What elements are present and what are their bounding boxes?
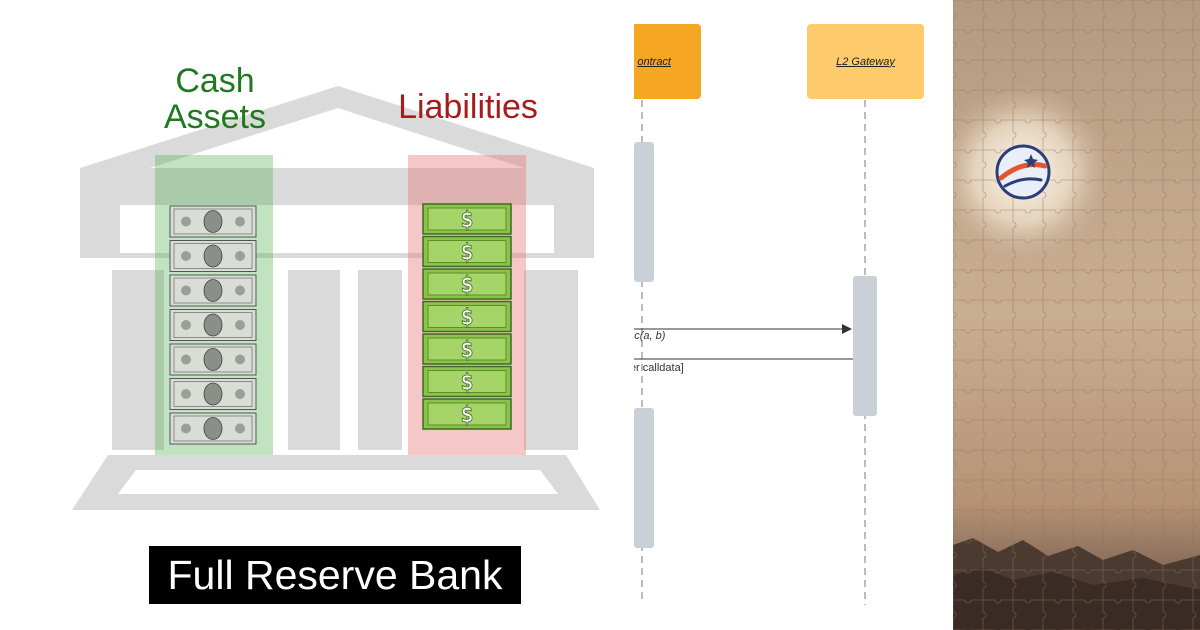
- dollar-bill-icon: [169, 343, 257, 376]
- liability-bill-icon: $: [422, 203, 512, 235]
- contract-activation-bar: [634, 142, 654, 282]
- gateway-activation-bar: [853, 276, 877, 416]
- liability-bill-icon: $: [422, 300, 512, 333]
- svg-text:$: $: [460, 241, 473, 266]
- full-reserve-bank-panel: $ $ $ $ $ $ $ Cash Assets Liabilities Full Res…: [72, 62, 600, 604]
- liabilities-label: Liabilities: [398, 88, 538, 126]
- svg-text:$: $: [460, 208, 473, 233]
- dollar-bill-icon: [169, 378, 257, 410]
- liability-bill-icon: $: [422, 268, 512, 300]
- bank-building-icon: $ $ $ $ $ $ $: [72, 86, 600, 510]
- liability-bill-icon: $: [422, 333, 512, 365]
- bank-title: Full Reserve Bank: [149, 546, 521, 604]
- svg-text:$: $: [460, 371, 473, 396]
- actor-contract: ontract: [634, 24, 701, 99]
- dollar-bill-icon: [169, 309, 257, 341]
- puzzle-image: [953, 0, 1200, 630]
- liability-bill-icon: $: [422, 365, 512, 398]
- contract-activation-bar: [634, 408, 654, 548]
- puzzle-image-panel: [953, 0, 1200, 630]
- svg-text:$: $: [460, 306, 473, 331]
- svg-text:$: $: [460, 403, 473, 428]
- svg-text:$: $: [460, 273, 473, 298]
- liability-bill-icon: $: [422, 398, 512, 430]
- sequence-diagram-panel: ontract L2 Gateway unc(a, b) lver callda…: [634, 0, 953, 630]
- dollar-bill-icon: [169, 412, 257, 445]
- actor-l2-gateway: L2 Gateway: [807, 24, 924, 99]
- dollar-bill-icon: [169, 205, 257, 238]
- return-message-label: lver calldata]: [634, 362, 684, 374]
- call-message-label: unc(a, b): [634, 330, 666, 342]
- liability-bill-icon: $: [422, 235, 512, 268]
- dollar-bill-icon: [169, 240, 257, 272]
- svg-text:$: $: [460, 338, 473, 363]
- dollar-bill-icon: [169, 274, 257, 307]
- call-arrowhead: [842, 324, 852, 334]
- rocket-logo-icon: [995, 144, 1051, 200]
- cash-assets-label: Cash Assets: [163, 62, 267, 136]
- sequence-diagram-canvas: [634, 100, 877, 605]
